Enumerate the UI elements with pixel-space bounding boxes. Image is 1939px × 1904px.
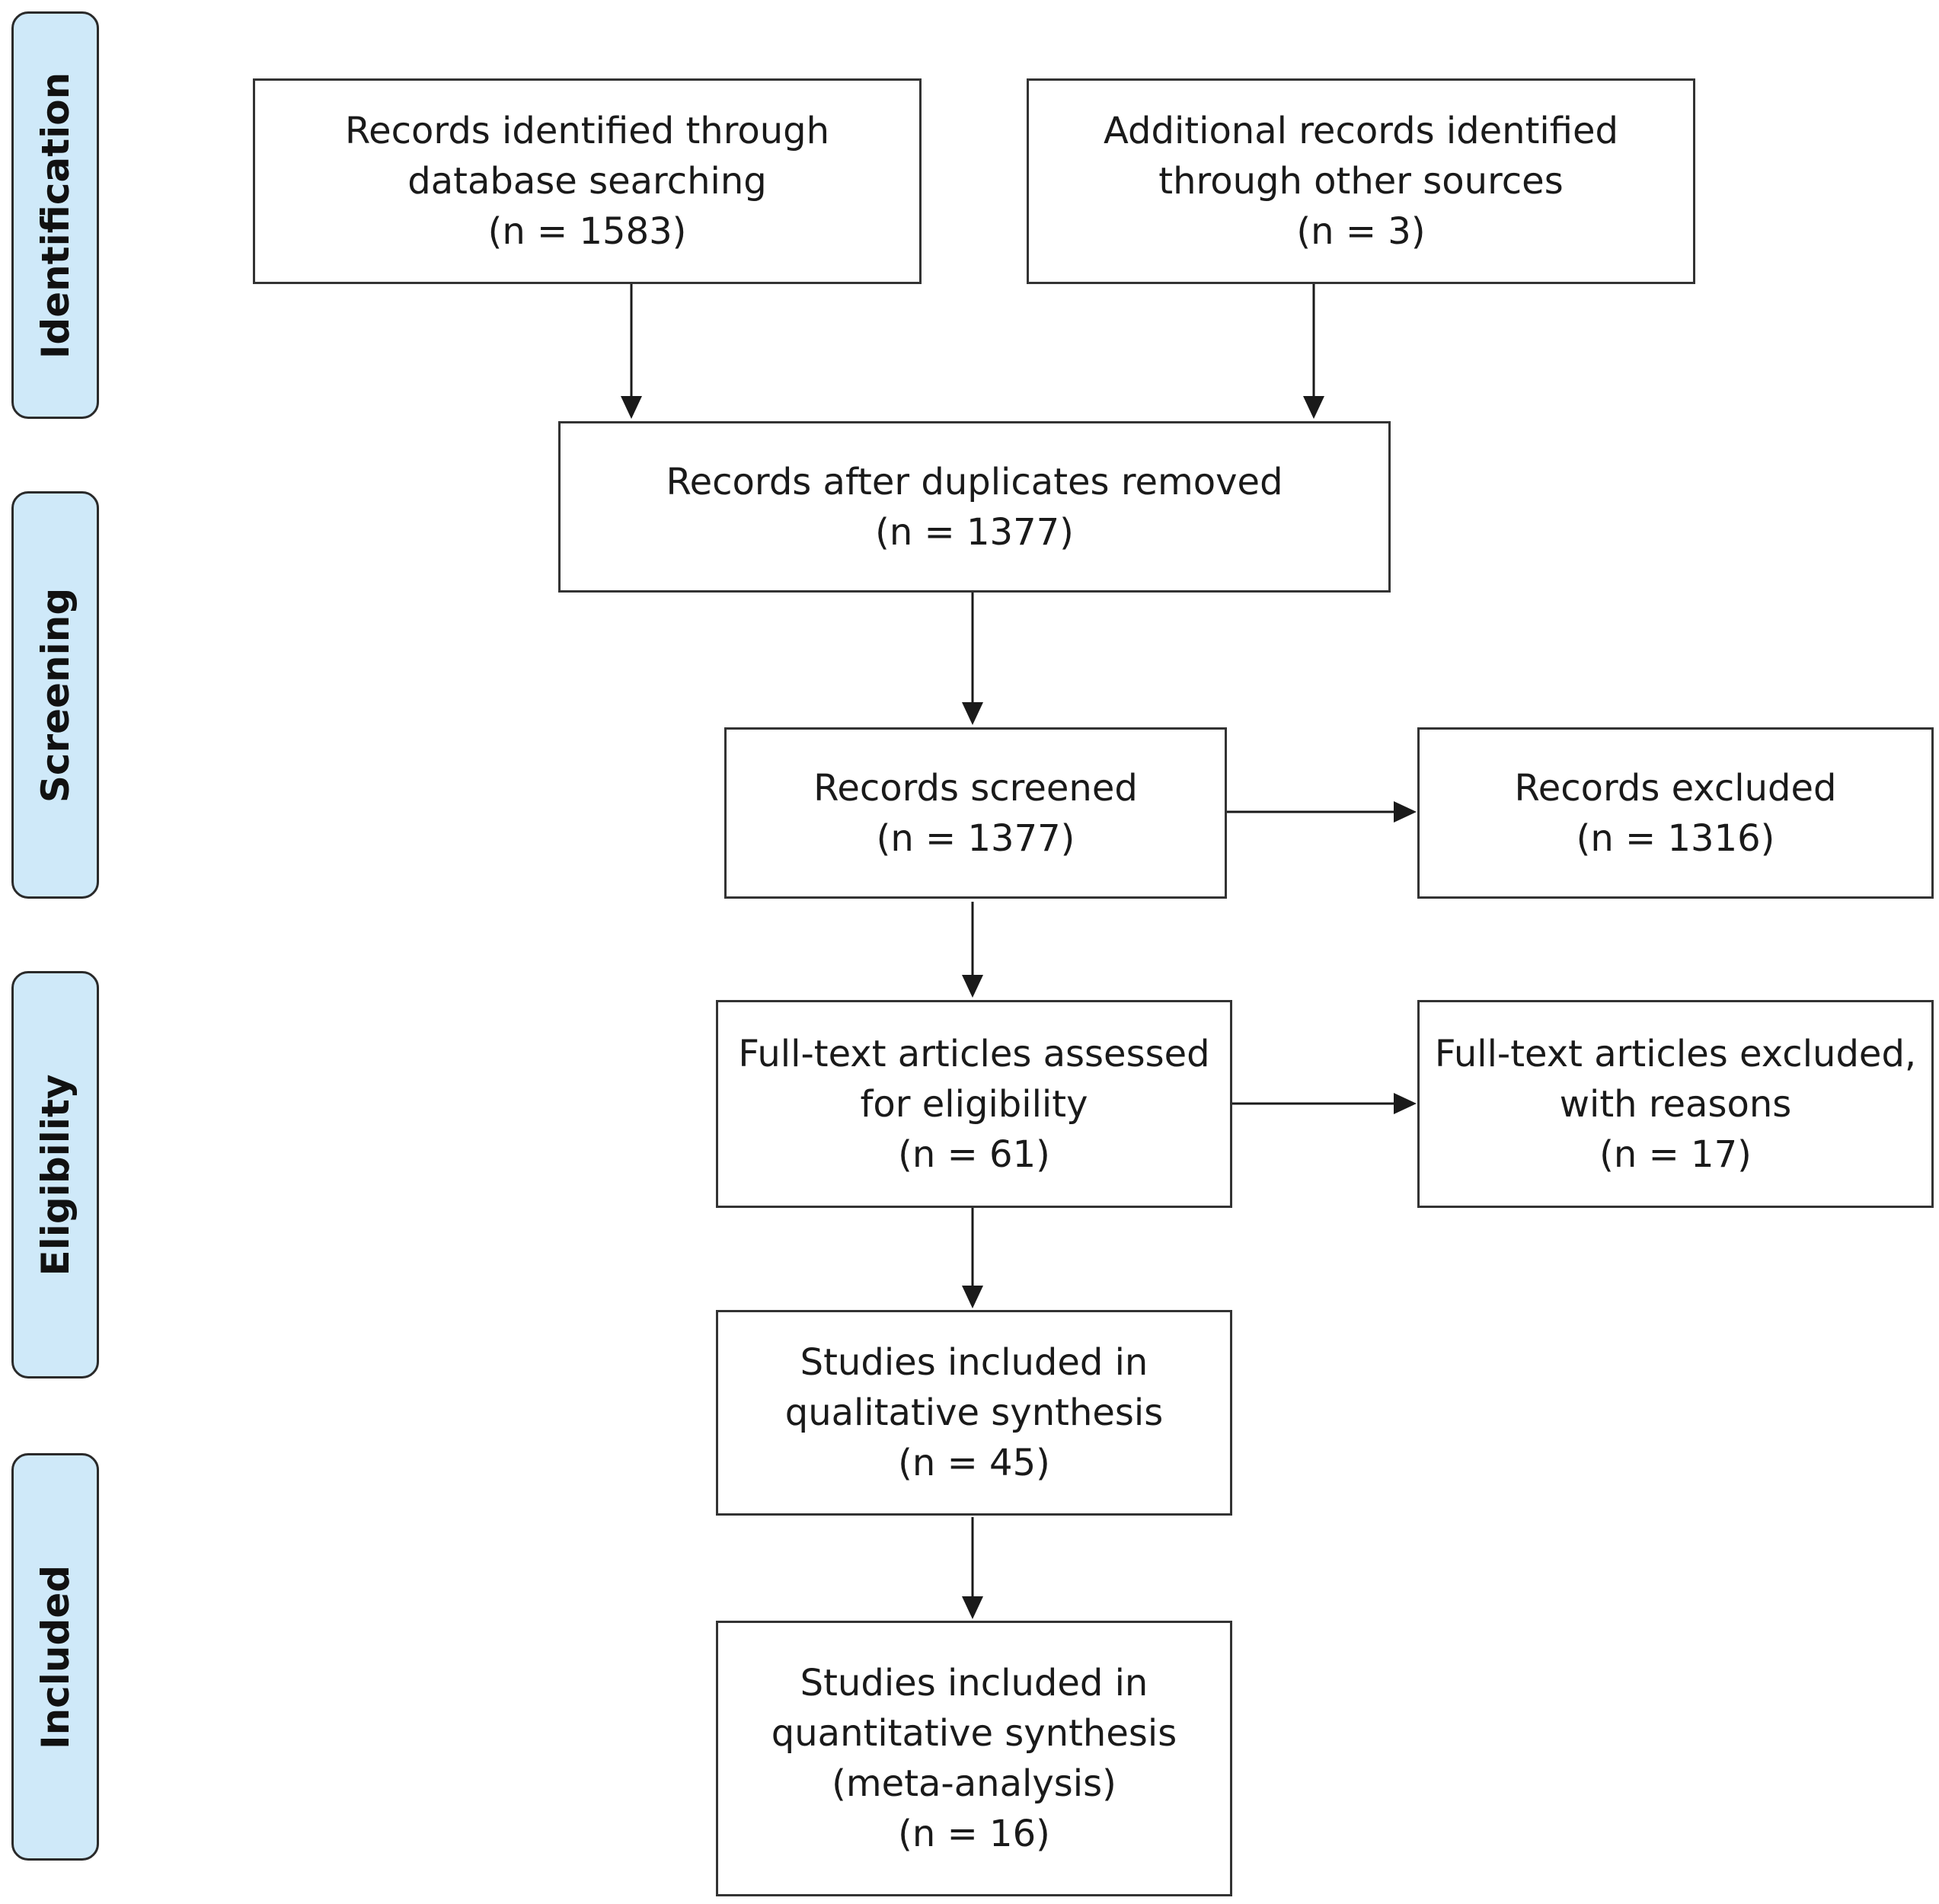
arrowhead — [962, 702, 983, 725]
fulltext-assessed-box: Full-text articles assessed for eligibil… — [716, 1000, 1232, 1208]
phase-eligibility: Eligibility — [11, 971, 99, 1378]
phase-included: Included — [11, 1453, 99, 1861]
after-duplicates-box: Records after duplicates removed (n = 13… — [558, 421, 1391, 593]
box-text-line: Studies included in — [800, 1341, 1148, 1384]
other-sources-box: Additional records identified through ot… — [1027, 78, 1695, 284]
box-text-line: qualitative synthesis — [784, 1391, 1164, 1434]
box-count: (n = 61) — [898, 1132, 1050, 1176]
box-count: (n = 45) — [898, 1442, 1050, 1484]
phase-screening: Screening — [11, 491, 99, 899]
qualitative-synthesis-box: Studies included in qualitative synthesi… — [716, 1310, 1232, 1516]
box-text-line: database searching — [407, 160, 767, 203]
box-count: (n = 1377) — [875, 510, 1074, 554]
arrowhead — [1394, 801, 1417, 823]
arrowhead — [962, 975, 983, 998]
box-text-line: Records screened — [813, 766, 1138, 810]
box-text-line: Studies included in — [800, 1662, 1148, 1704]
box-text-line: for eligibility — [860, 1082, 1088, 1126]
box-count: (n = 1316) — [1576, 816, 1775, 860]
records-excluded-box: Records excluded (n = 1316) — [1417, 727, 1934, 899]
box-count: (n = 3) — [1296, 210, 1426, 253]
box-text-line: with reasons — [1559, 1082, 1792, 1126]
box-text-line: (meta-analysis) — [832, 1762, 1116, 1805]
box-text-line: Records excluded — [1514, 766, 1837, 810]
box-text-line: through other sources — [1158, 160, 1564, 203]
arrowhead — [1303, 396, 1324, 419]
arrowhead — [1394, 1093, 1417, 1114]
box-text-line: Records after duplicates removed — [666, 460, 1283, 503]
arrowhead — [621, 396, 642, 419]
box-count: (n = 17) — [1599, 1132, 1752, 1176]
box-text-line: Additional records identified — [1104, 110, 1618, 152]
phase-identification: Identification — [11, 11, 99, 419]
screened-box: Records screened (n = 1377) — [724, 727, 1227, 899]
box-count: (n = 1377) — [876, 816, 1075, 860]
database-records-box: Records identified through database sear… — [253, 78, 922, 284]
box-text-line: quantitative synthesis — [771, 1712, 1177, 1755]
box-text-line: Records identified through — [344, 110, 830, 152]
arrowhead — [962, 1286, 983, 1308]
arrowhead — [962, 1596, 983, 1619]
box-count: (n = 16) — [898, 1813, 1050, 1855]
fulltext-excluded-box: Full-text articles excluded, with reason… — [1417, 1000, 1934, 1208]
box-text-line: Full-text articles assessed — [738, 1032, 1210, 1075]
box-text-line: Full-text articles excluded, — [1434, 1032, 1917, 1075]
box-count: (n = 1583) — [487, 210, 687, 253]
quantitative-synthesis-box: Studies included in quantitative synthes… — [716, 1621, 1232, 1896]
